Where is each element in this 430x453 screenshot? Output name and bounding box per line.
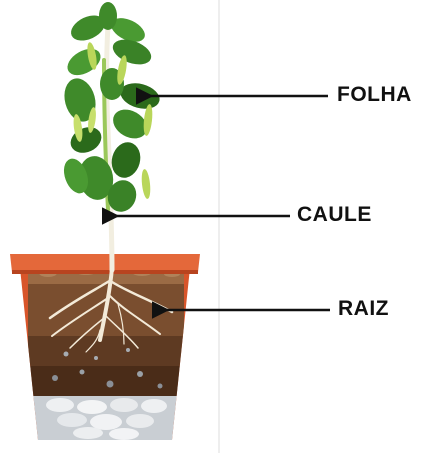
soil-pebble	[107, 381, 114, 388]
gravel-stone	[46, 398, 74, 412]
gravel-stone	[77, 400, 107, 414]
pot-rim	[10, 254, 200, 272]
soil-dark-layer	[28, 366, 184, 396]
pod	[140, 169, 151, 200]
gravel-stone	[57, 413, 87, 427]
soil-layers	[28, 262, 184, 440]
soil-pebble	[80, 370, 85, 375]
gravel-stone	[109, 428, 139, 440]
gravel-stone	[110, 398, 138, 412]
soil-pebble	[64, 352, 69, 357]
gravel-stone	[90, 414, 122, 430]
soil-layer-3	[28, 336, 184, 366]
soil-pebble	[126, 348, 130, 352]
soil-pebble	[94, 356, 98, 360]
stem-label: CAULE	[297, 204, 372, 225]
gravel-stone	[126, 414, 154, 428]
leaf-label: FOLHA	[337, 84, 412, 105]
pot-rim-shadow	[12, 270, 198, 274]
leaf	[66, 122, 105, 157]
pot	[10, 254, 200, 440]
gravel-stone	[141, 399, 167, 413]
leaf	[63, 43, 105, 80]
leaf	[108, 139, 144, 181]
soil-pebble	[137, 371, 143, 377]
root-label: RAIZ	[338, 298, 389, 319]
leaf	[99, 2, 117, 30]
gravel-stone	[73, 427, 103, 439]
soil-pebble	[52, 375, 58, 381]
soil-pebble	[158, 384, 163, 389]
